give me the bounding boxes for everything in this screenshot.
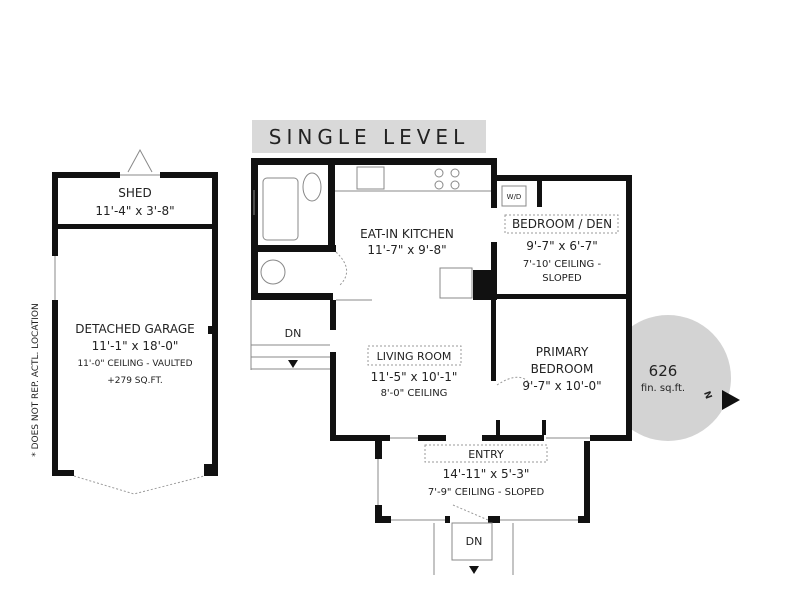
garage-label: DETACHED GARAGE (75, 322, 195, 336)
primary-size: 9'-7" x 10'-0" (522, 379, 601, 393)
kitchen-label: EAT-IN KITCHEN (360, 227, 454, 241)
entry-size: 14'-11" x 5'-3" (443, 467, 530, 481)
stairs-down-label: DN (285, 327, 302, 340)
washer-dryer-label: W/D (507, 193, 522, 201)
area-value: 626 (649, 362, 678, 380)
area-badge: 626 fin. sq.ft. N (632, 315, 740, 441)
entry-stairs-down-label: DN (466, 535, 483, 548)
entry-ceiling: 7'-9" CEILING - SLOPED (428, 487, 545, 498)
entry-stairs-down-arrow-icon (469, 566, 479, 574)
title-banner (252, 120, 486, 153)
house-walls (250, 158, 632, 575)
living-ceiling: 8'-0" CEILING (381, 388, 448, 399)
living-label: LIVING ROOM (377, 350, 452, 363)
primary-label-2: BEDROOM (531, 362, 594, 376)
den-ceiling: 7'-10' CEILING - (523, 259, 602, 270)
plan-title: SINGLE LEVEL (269, 125, 469, 149)
shed-label: SHED (118, 186, 151, 200)
north-arrow-icon (722, 390, 740, 410)
den-label: BEDROOM / DEN (512, 217, 612, 231)
den-label-box (504, 214, 619, 234)
den-ceiling-type: SLOPED (542, 273, 582, 284)
location-note: * DOES NOT REP. ACTL. LOCATION (31, 303, 41, 457)
kitchen-size: 11'-7" x 9'-8" (367, 243, 446, 257)
garage-size: 11'-1" x 18'-0" (92, 339, 179, 353)
stairs-down-arrow-icon (288, 360, 298, 368)
north-label: N (701, 390, 713, 401)
entry-label: ENTRY (468, 448, 504, 461)
area-unit: fin. sq.ft. (641, 383, 685, 394)
garage-area: +279 SQ.FT. (107, 376, 163, 386)
primary-label: PRIMARY (536, 345, 589, 359)
den-size: 9'-7" x 6'-7" (526, 239, 598, 253)
living-size: 11'-5" x 10'-1" (371, 370, 458, 384)
shed-size: 11'-4" x 3'-8" (95, 204, 174, 218)
garage-ceiling: 11'-0" CEILING - VAULTED (77, 359, 192, 369)
garage-walls (52, 148, 218, 495)
entry-label-box (424, 444, 548, 463)
